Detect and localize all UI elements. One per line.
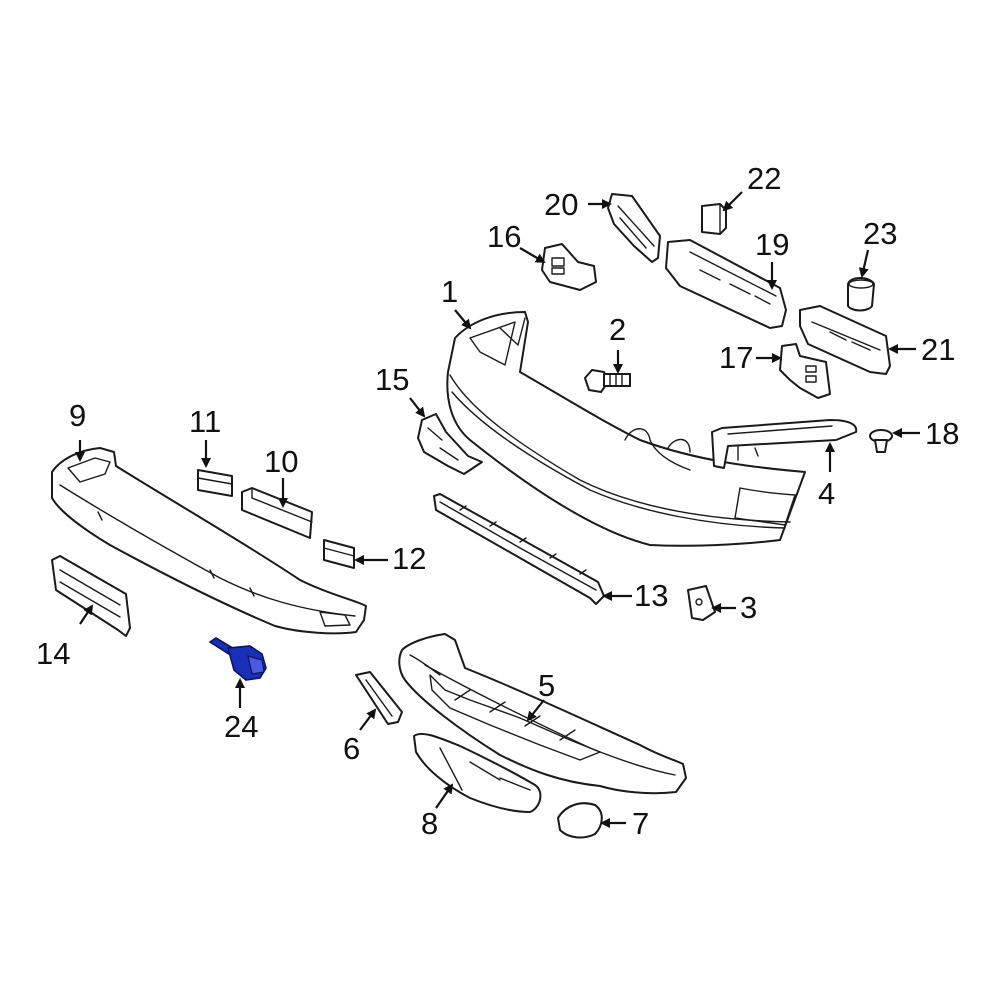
callout-15[interactable]: 15 — [375, 362, 409, 397]
callout-2[interactable]: 2 — [609, 312, 626, 347]
callout-5[interactable]: 5 — [538, 668, 555, 703]
callout-17[interactable]: 17 — [719, 340, 753, 375]
callout-1[interactable]: 1 — [441, 274, 458, 309]
callout-23[interactable]: 23 — [863, 216, 897, 251]
callout-4[interactable]: 4 — [818, 476, 835, 511]
callout-14[interactable]: 14 — [36, 636, 70, 671]
part-2-bolt — [584, 369, 631, 393]
callout-11[interactable]: 11 — [189, 404, 221, 439]
part-21-side-absorber — [799, 305, 891, 375]
part-24-sensor-highlighted[interactable] — [208, 637, 267, 681]
part-20-absorber-piece — [607, 193, 661, 263]
part-22-block — [701, 203, 727, 235]
callout-19[interactable]: 19 — [755, 227, 789, 262]
callout-21[interactable]: 21 — [921, 332, 955, 367]
part-1-bumper-cover — [446, 311, 806, 547]
part-5-lower-valance — [398, 633, 687, 795]
callout-9[interactable]: 9 — [69, 398, 86, 433]
part-9-reinforcement — [51, 447, 367, 635]
callout-24[interactable]: 24 — [224, 709, 258, 744]
part-4-side-bracket — [711, 419, 858, 469]
part-10-pad — [241, 487, 313, 539]
callout-20[interactable]: 20 — [544, 187, 578, 222]
leader-lines — [75, 191, 920, 828]
callout-16[interactable]: 16 — [487, 219, 521, 254]
part-16-bracket — [541, 243, 597, 291]
part-7-grille-mesh — [557, 802, 603, 839]
callout-6[interactable]: 6 — [343, 731, 360, 766]
part-15-mount-bracket — [417, 413, 483, 475]
callout-labels: 1 2 3 4 5 6 7 8 9 10 11 12 13 14 15 16 1… — [36, 161, 959, 841]
callout-10[interactable]: 10 — [264, 444, 298, 479]
part-13-strip — [433, 493, 605, 605]
part-17-bracket — [779, 343, 831, 399]
callout-13[interactable]: 13 — [634, 578, 668, 613]
part-6-bracket — [355, 671, 403, 725]
part-12-small-pad — [323, 539, 355, 569]
part-14-plate-bracket — [51, 555, 131, 637]
part-23-clip — [847, 277, 875, 312]
callout-22[interactable]: 22 — [747, 161, 781, 196]
callout-7[interactable]: 7 — [632, 806, 649, 841]
callout-12[interactable]: 12 — [392, 541, 426, 576]
part-18-push-clip — [869, 429, 893, 453]
part-3-clip — [687, 585, 716, 621]
part-11-small-pad — [197, 469, 233, 497]
callout-8[interactable]: 8 — [421, 806, 438, 841]
part-19-absorber — [665, 239, 787, 329]
part-8-lower-trim — [413, 732, 542, 813]
callout-18[interactable]: 18 — [925, 416, 959, 451]
callout-3[interactable]: 3 — [740, 590, 757, 625]
